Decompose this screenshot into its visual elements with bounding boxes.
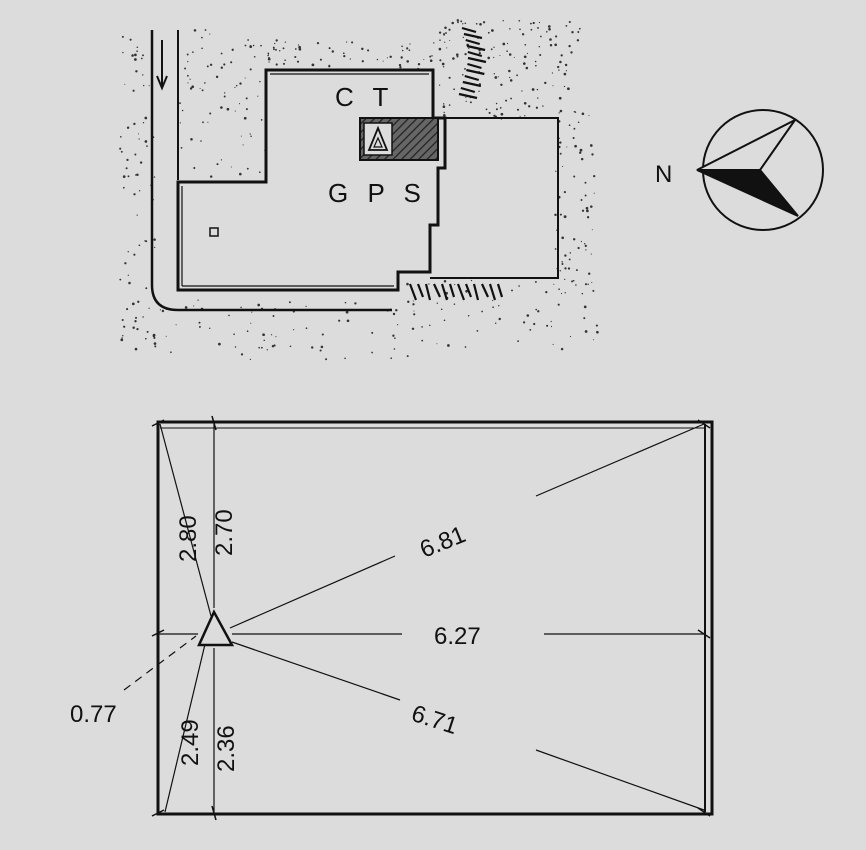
label-to-bottom-right: 6.71 [408, 700, 461, 740]
line-to-bottom-right-end [535, 749, 705, 811]
line-to-left-dashed [123, 635, 197, 691]
label-bottom-left-vert: 2.36 [213, 725, 240, 772]
north-arrow: N [655, 109, 824, 231]
station-marker-icon [197, 609, 235, 647]
site-plan: C T G P S N [119, 19, 824, 361]
label-to-top-right: 6.81 [416, 521, 469, 564]
access-path [150, 30, 392, 312]
label-top-left-diag: 2.80 [175, 515, 202, 562]
label-to-right: 6.27 [434, 623, 481, 650]
line-to-top-right [229, 555, 396, 629]
tick-marks [151, 415, 711, 821]
annex-outline [430, 117, 559, 279]
survey-diagram: 2.80 2.70 6.81 6.27 6.71 0.77 2.49 2.36 [70, 415, 714, 821]
label-to-left: 0.77 [70, 701, 117, 728]
north-arrow-icon [696, 109, 824, 231]
building-inner-line [181, 73, 429, 287]
room-label-gps: G P S [328, 178, 427, 208]
small-feature [209, 227, 219, 237]
diag-bottom-left [164, 639, 207, 813]
line-to-bottom-right [231, 641, 401, 701]
diag-top-left [159, 423, 212, 617]
label-bottom-left-diag: 2.49 [177, 719, 204, 766]
north-label: N [655, 161, 672, 188]
survey-room-outline [156, 420, 714, 816]
slope-hatch-icon [458, 26, 487, 100]
room-label-ct: C T [335, 82, 394, 112]
label-top-left-vert: 2.70 [211, 509, 238, 556]
line-to-top-right-end [535, 423, 705, 497]
down-arrow-icon [156, 40, 168, 91]
slope-hatch-icon-bottom [408, 283, 504, 301]
triangle-marker-icon [363, 122, 393, 156]
